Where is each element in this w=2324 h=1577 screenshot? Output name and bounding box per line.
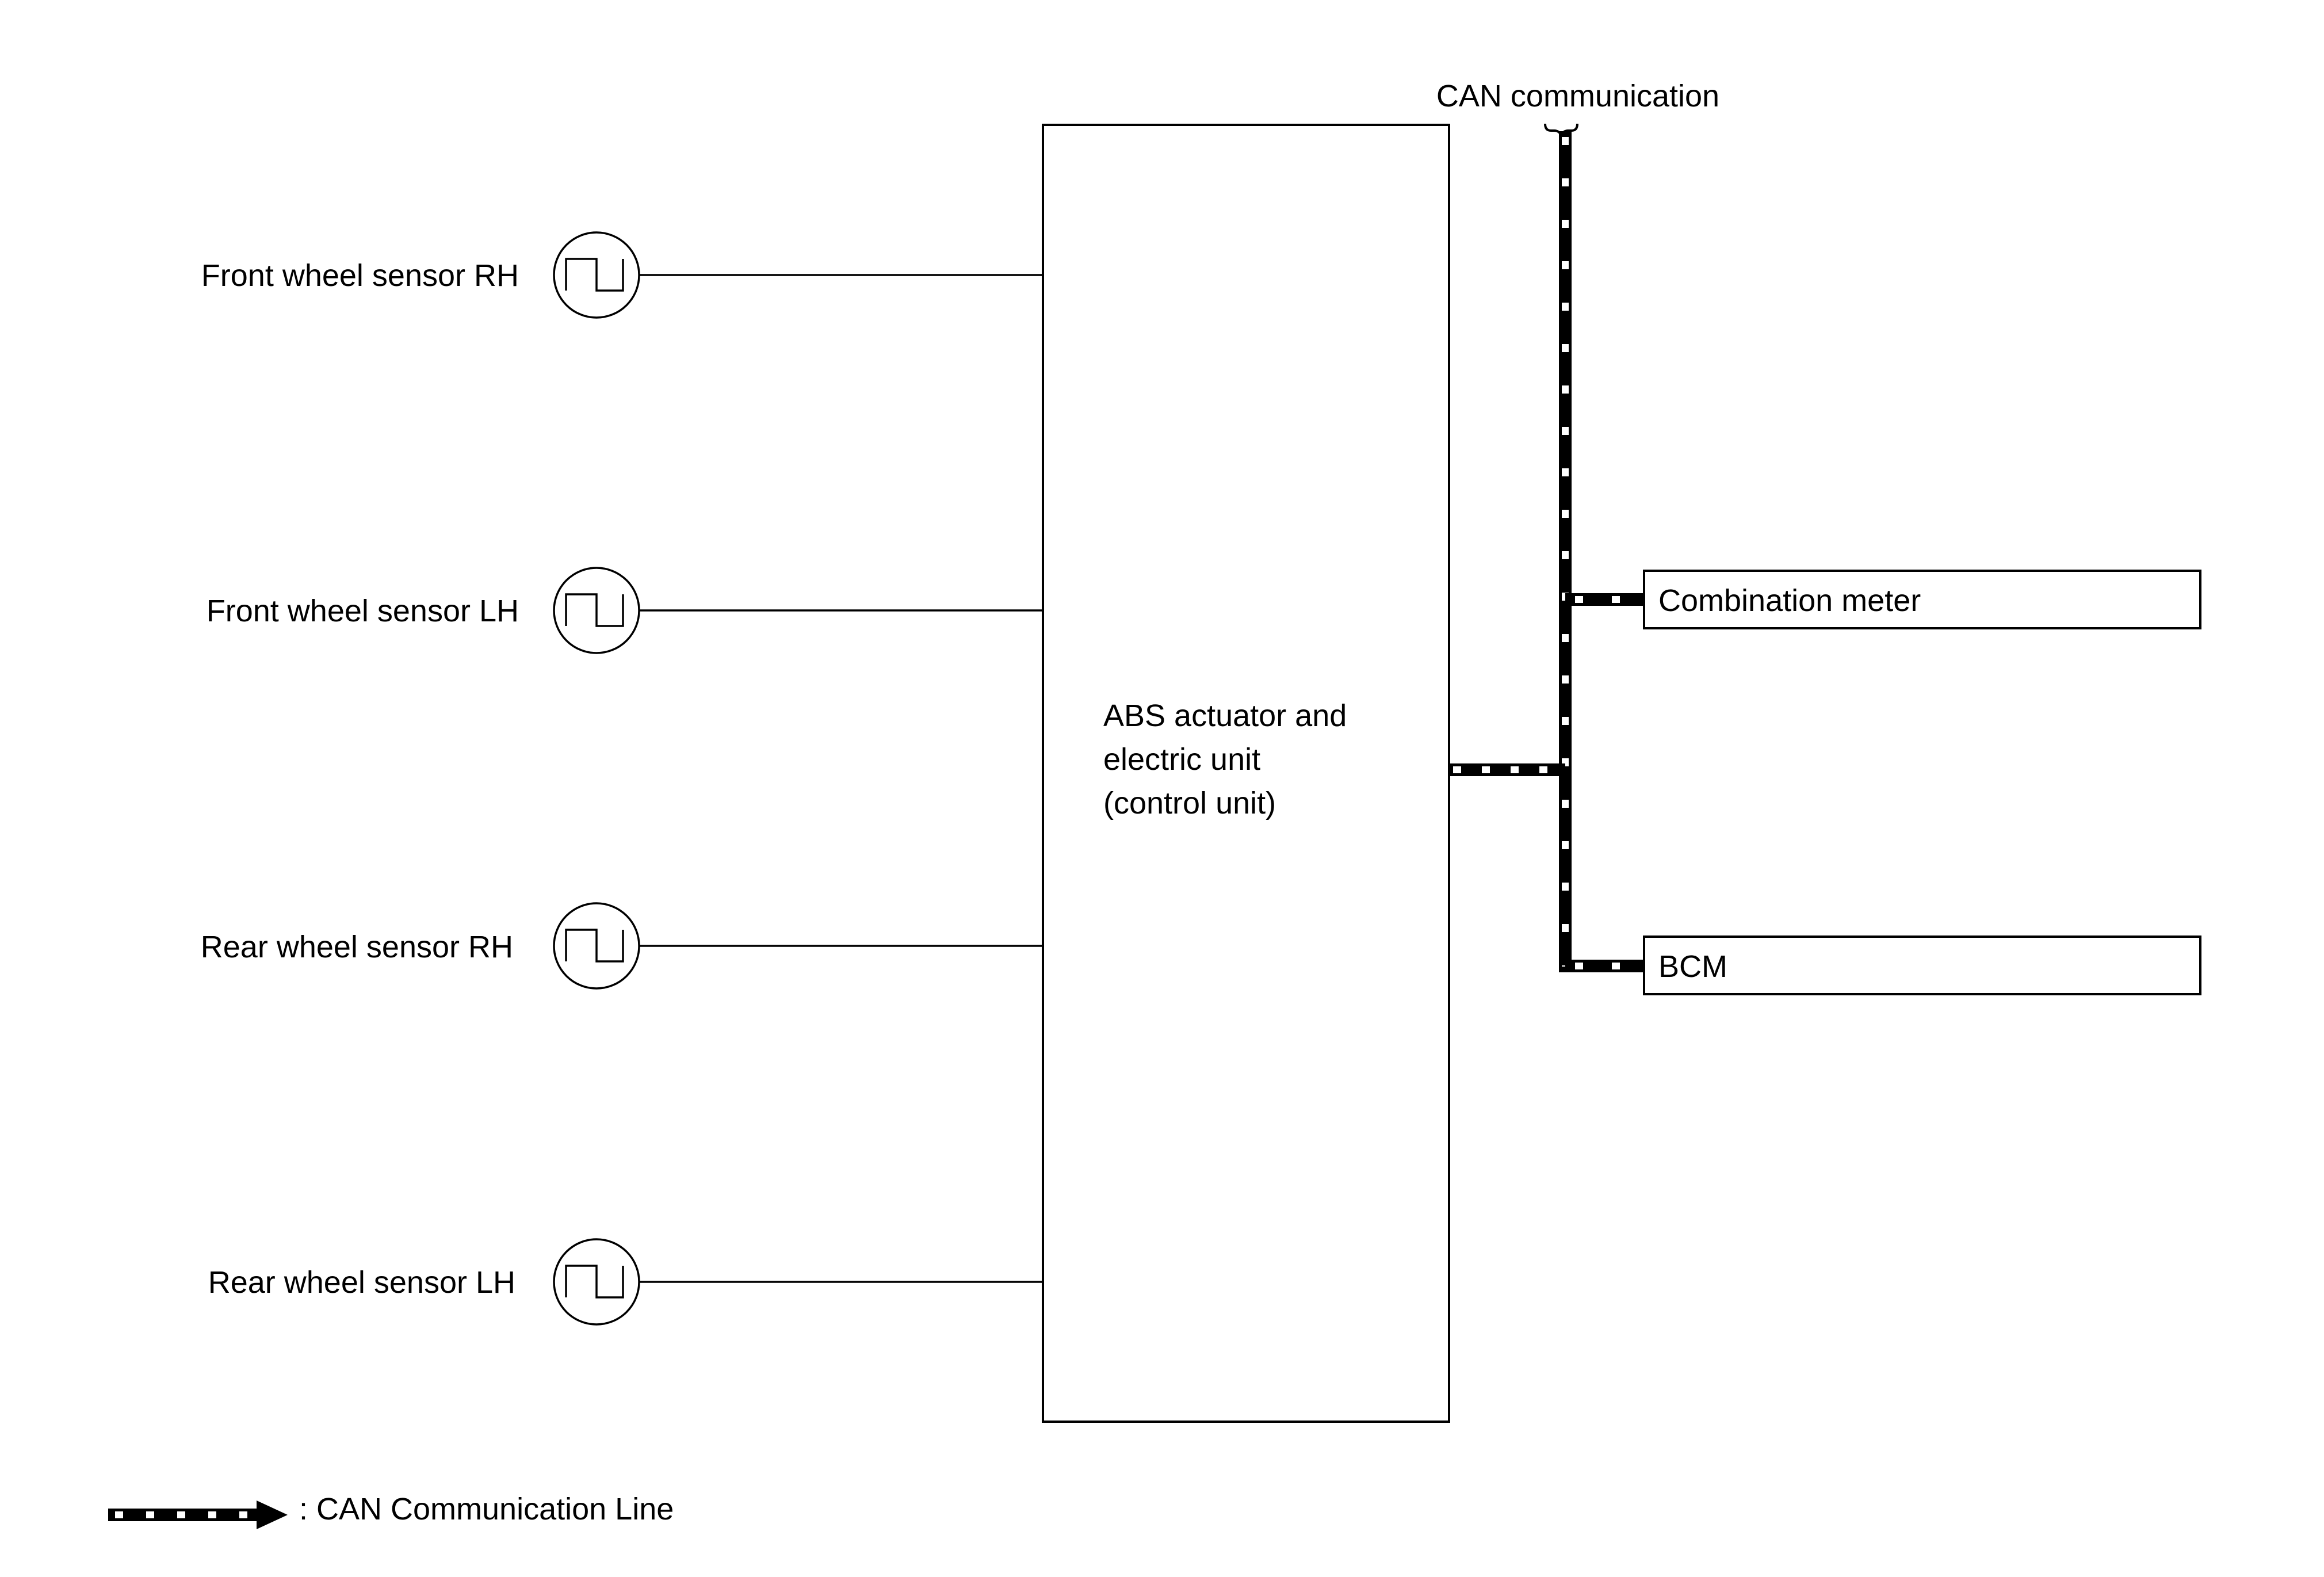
sensor-rear-lh: Rear wheel sensor LH xyxy=(208,1238,1043,1326)
pulse-signal-icon xyxy=(565,929,624,963)
legend-text: : CAN Communication Line xyxy=(299,1492,674,1526)
can-communication-label: CAN communication xyxy=(1436,79,1719,113)
sensor-front-rh: Front wheel sensor RH xyxy=(201,231,1043,319)
sensor-label: Front wheel sensor RH xyxy=(201,258,519,293)
sensor-label: Rear wheel sensor RH xyxy=(201,930,513,964)
sensor-label: Rear wheel sensor LH xyxy=(208,1265,515,1300)
sensor-front-lh: Front wheel sensor LH xyxy=(207,567,1043,654)
combination-meter-label: Combination meter xyxy=(1658,583,1921,618)
control-unit-label-line3: (control unit) xyxy=(1103,786,1276,820)
combination-meter-box xyxy=(1643,570,2201,629)
legend: : CAN Communication Line xyxy=(108,1492,674,1529)
pulse-signal-icon xyxy=(565,593,624,627)
combination-meter-node: Combination meter xyxy=(1643,570,2201,629)
pulse-signal-icon xyxy=(565,1265,624,1299)
sensor-label: Front wheel sensor LH xyxy=(207,594,519,628)
can-line-legend-icon xyxy=(108,1500,288,1529)
bcm-box xyxy=(1643,935,2201,995)
sensor-rear-rh: Rear wheel sensor RH xyxy=(201,902,1043,990)
control-unit-label-line2: electric unit xyxy=(1103,742,1260,777)
bcm-node: BCM xyxy=(1643,935,2201,995)
control-unit-label-line1: ABS actuator and xyxy=(1103,698,1347,733)
pulse-signal-icon xyxy=(565,258,624,292)
abs-control-unit-box xyxy=(1042,124,1450,1423)
bcm-label: BCM xyxy=(1658,949,1727,984)
